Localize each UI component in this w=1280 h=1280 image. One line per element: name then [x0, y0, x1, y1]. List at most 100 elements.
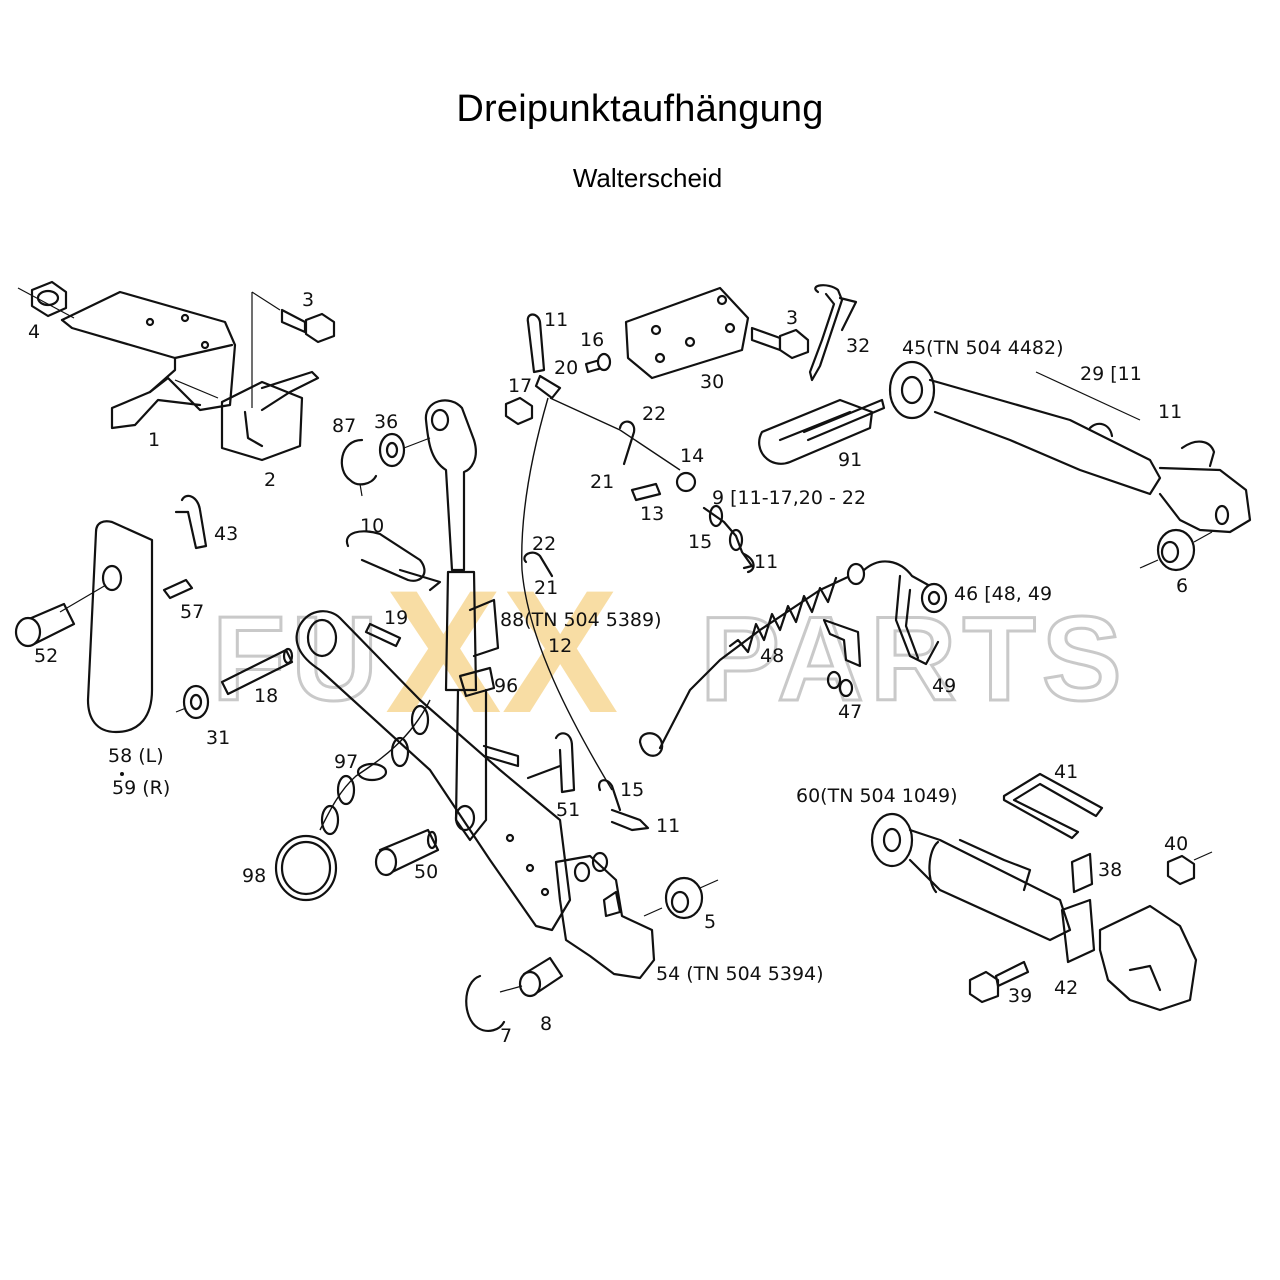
label-57: 57: [180, 601, 204, 623]
part-97-chain: [319, 699, 431, 836]
label-4: 4: [28, 321, 40, 343]
part-12-cable: [521, 397, 697, 791]
label-15b: 15: [620, 779, 644, 801]
label-14: 14: [680, 445, 704, 467]
part-51-clip: [526, 732, 576, 794]
part-40-nut: [1166, 851, 1213, 886]
part-13-grub-screw: [630, 482, 662, 502]
label-48: 48: [760, 645, 784, 667]
part-3b-bolt: [750, 326, 810, 360]
watermark-left: FU: [212, 592, 384, 726]
parts-artwork: [14, 280, 1252, 1032]
label-11b: 11: [754, 551, 778, 573]
part-15-chain-right: [702, 504, 755, 574]
label-45: 45(TN 504 4482): [902, 337, 1064, 359]
label-17: 17: [508, 375, 532, 397]
part-5-roller: [643, 876, 719, 920]
label-8: 8: [540, 1013, 552, 1035]
label-52: 52: [34, 645, 58, 667]
label-43: 43: [214, 523, 238, 545]
part-39-bolt: [968, 960, 1030, 1004]
label-20a: 20: [554, 357, 578, 379]
label-11a: 11: [544, 309, 568, 331]
watermark-right: PARTS: [700, 592, 1128, 726]
part-38-bushing: [1070, 852, 1094, 894]
label-97: 97: [334, 751, 358, 773]
part-45-lower-link: [888, 360, 1252, 534]
label-13: 13: [640, 503, 664, 525]
part-19-pin: [364, 622, 402, 648]
part-3-bolt: [280, 308, 336, 344]
label-1: 1: [148, 429, 160, 451]
part-98-ring: [274, 834, 338, 902]
page-subtitle: Walterscheid: [572, 163, 723, 193]
part-96-clip: [458, 666, 496, 698]
label-91: 91: [838, 449, 862, 471]
label-46: 46 [48, 49: [954, 583, 1052, 605]
part-17-nut: [504, 396, 534, 426]
part-48-spring-rod: [638, 560, 948, 757]
callout-labels: 4 1 3 2 11 16 20 17 22 21 14 13 9 [11-17…: [28, 289, 1188, 1047]
part-1-bracket: [60, 290, 237, 430]
label-39: 39: [1008, 985, 1032, 1007]
label-47: 47: [838, 701, 862, 723]
part-top-link-center: [424, 399, 520, 842]
part-54-hook: [554, 851, 656, 980]
label-87: 87: [332, 415, 356, 437]
part-87-circlip: [340, 438, 378, 497]
part-8-bushing: [499, 956, 564, 998]
part-30-plate: [624, 286, 750, 380]
label-22a: 22: [642, 403, 666, 425]
label-16: 16: [580, 329, 604, 351]
page-title: Dreipunktaufhängung: [456, 88, 824, 130]
label-51: 51: [556, 799, 580, 821]
label-31: 31: [206, 727, 230, 749]
label-36: 36: [374, 411, 398, 433]
part-50-bushing: [374, 828, 440, 877]
label-40: 40: [1164, 833, 1188, 855]
label-19: 19: [384, 607, 408, 629]
label-38: 38: [1098, 859, 1122, 881]
part-49-clip: [894, 574, 940, 666]
label-2: 2: [264, 469, 276, 491]
part-32-spring-clip: [808, 284, 858, 382]
part-10-shackle: [345, 530, 442, 592]
label-50: 50: [414, 861, 438, 883]
label-18: 18: [254, 685, 278, 707]
part-31-washer: [175, 684, 210, 720]
part-18-shaft: [220, 647, 294, 696]
label-12: 12: [548, 635, 572, 657]
label-60: 60(TN 504 1049): [796, 785, 958, 807]
part-main-lower-link: [295, 610, 572, 932]
part-58-59-pad: [59, 520, 154, 734]
label-58-59-dot: [120, 772, 124, 776]
label-3a: 3: [302, 289, 314, 311]
label-6: 6: [1176, 575, 1188, 597]
part-36-washer: [378, 432, 431, 468]
label-96: 96: [494, 675, 518, 697]
label-54: 54 (TN 504 5394): [656, 963, 824, 985]
label-5: 5: [704, 911, 716, 933]
label-15a: 15: [688, 531, 712, 553]
watermark: FU XX PARTS: [211, 555, 1128, 750]
label-88: 88(TN 504 5389): [500, 609, 662, 631]
part-43-spring-pin: [174, 494, 208, 550]
label-58: 58 (L): [108, 745, 164, 767]
label-3b: 3: [786, 307, 798, 329]
part-91-pin: [758, 398, 886, 465]
label-21a: 21: [590, 471, 614, 493]
part-11-snap-hook-top: [526, 313, 562, 400]
part-57-pin: [162, 578, 194, 600]
part-21-22-clips: [523, 420, 636, 578]
part-4-nut: [17, 280, 75, 319]
label-59: 59 (R): [112, 777, 170, 799]
label-98: 98: [242, 865, 266, 887]
label-9: 9 [11-17,20 - 22: [712, 487, 866, 509]
label-21b: 21: [534, 577, 558, 599]
part-47-bracket: [822, 618, 862, 698]
part-6-roller: [1139, 528, 1213, 572]
part-52-bushing: [14, 602, 76, 648]
label-10: 10: [360, 515, 384, 537]
label-49: 49: [932, 675, 956, 697]
